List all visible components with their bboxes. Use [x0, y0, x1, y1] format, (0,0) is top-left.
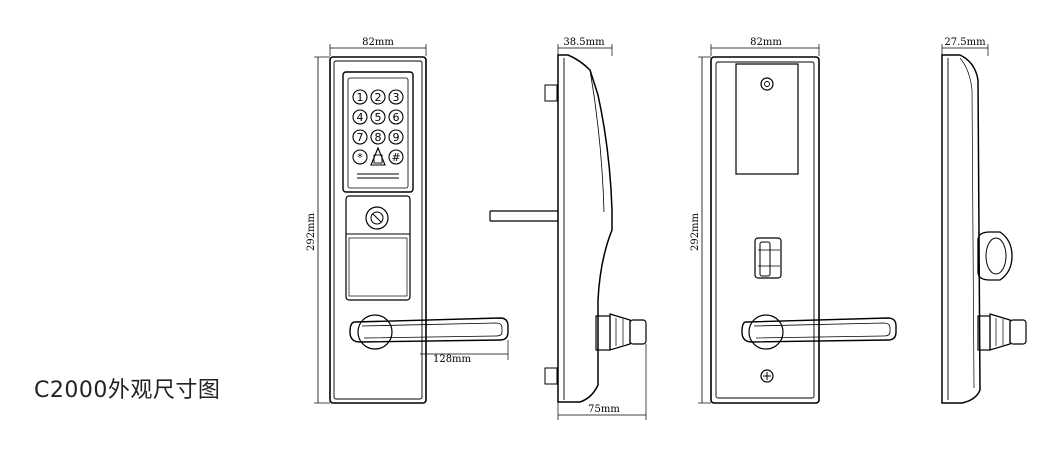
front-height-label: 292mm [306, 212, 317, 251]
back-handle-rose [748, 314, 784, 350]
side-handle-body [609, 313, 631, 351]
keypad-key [370, 89, 386, 105]
handle-rose [357, 314, 393, 350]
keypad-key-label: # [391, 151, 400, 164]
keypad-key [388, 109, 404, 125]
keypad-housing [342, 71, 414, 193]
keypad-key [370, 129, 386, 145]
keypad-key [352, 89, 368, 105]
bottom-screw-icon [760, 369, 774, 383]
keypad-key-label: 2 [375, 91, 382, 104]
battery-cover [735, 63, 799, 175]
back-side-handle-end [1009, 319, 1027, 345]
front-plate-outline [329, 56, 427, 404]
keypad-key [388, 129, 404, 145]
keypad-key-label: * [357, 151, 363, 164]
back-width-label: 82mm [750, 37, 782, 48]
keypad-key [370, 109, 386, 125]
thumb-turn-knob [759, 241, 771, 277]
handle-projection-label: 75mm [588, 404, 620, 415]
side-thumb-turn [977, 231, 1013, 281]
lever-inner-line [361, 322, 503, 339]
keypad-key-label: 5 [375, 111, 382, 124]
back-plate-inner [715, 61, 815, 399]
keypad-key-label: 3 [393, 91, 400, 104]
cover-screw-icon [760, 77, 774, 91]
bottom-mount-post [544, 367, 558, 385]
bell-icon-inner [373, 154, 383, 164]
cylinder-outer-icon [365, 206, 389, 230]
keypad-key [388, 149, 404, 165]
back-view: 82mm 292mm [690, 37, 897, 404]
side-depth-label: 38.5mm [563, 37, 605, 48]
keypad-key-label: 1 [357, 91, 364, 104]
back-height-label: 292mm [690, 212, 701, 251]
keypad-key [352, 129, 368, 145]
handle-reach-label: 128mm [433, 354, 472, 365]
front-plate-inner [333, 60, 423, 400]
back-side-view: 27.5mm [941, 37, 1027, 404]
cylinder-inner-icon [370, 211, 384, 225]
side-handle-end [629, 319, 647, 345]
keypad-key-label: 4 [357, 111, 364, 124]
back-side-depth-label: 27.5mm [944, 37, 986, 48]
keypad-key-label: 9 [393, 131, 400, 144]
top-mount-post [544, 84, 558, 102]
bell-icon [370, 146, 386, 166]
keypad-key [388, 89, 404, 105]
side-view: 38.5mm 75mm [489, 37, 647, 420]
reader-window [348, 237, 408, 297]
side-plate [557, 54, 613, 403]
diagram-title: C2000外观尺寸图 [34, 378, 221, 403]
back-side-handle-body [989, 313, 1011, 351]
keyhole-icon [372, 213, 382, 223]
back-plate-outline [710, 56, 820, 404]
thumb-turn-base [754, 237, 782, 279]
reader-panel [345, 195, 411, 301]
side-thumb-turn-face [985, 237, 1007, 275]
keypad-key [352, 149, 368, 165]
keypad-key-label: 6 [393, 111, 400, 124]
back-side-plate [941, 54, 981, 404]
lever-handle [349, 317, 509, 343]
keypad-key [352, 109, 368, 125]
back-lever-handle [741, 317, 897, 343]
keypad-key-label: 8 [375, 131, 382, 144]
front-width-label: 82mm [362, 37, 394, 48]
keypad-panel [347, 77, 409, 189]
keypad-key-label: 7 [357, 131, 364, 144]
